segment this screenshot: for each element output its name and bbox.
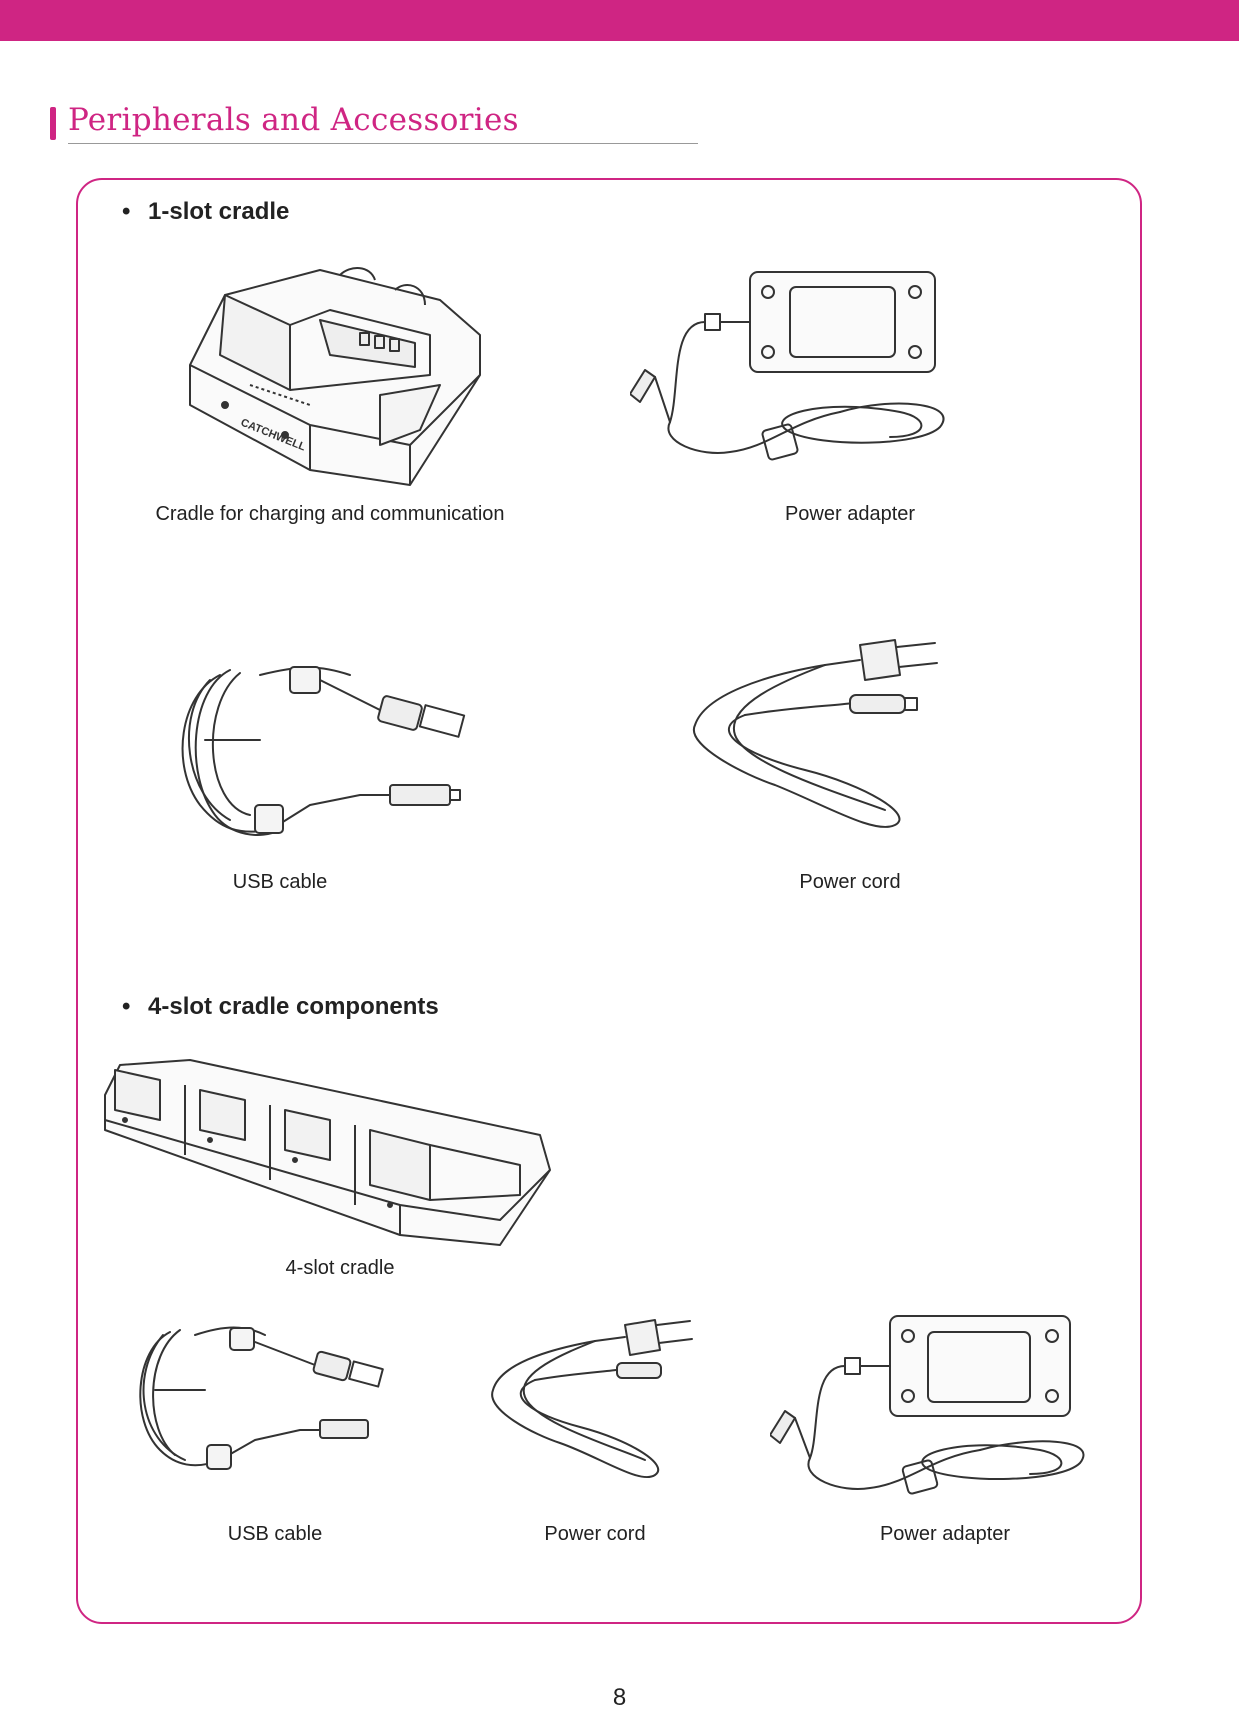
- heading-rule: [68, 143, 698, 144]
- caption-power-adapter-2: Power adapter: [879, 1523, 1011, 1545]
- section-heading: Peripherals and Accessories: [50, 102, 698, 144]
- caption-usb-cable-2: USB cable: [227, 1523, 323, 1545]
- section2-heading: • 4-slot cradle components: [122, 993, 439, 1021]
- section1-heading: • 1-slot cradle: [122, 198, 289, 226]
- caption-power-adapter: Power adapter: [784, 503, 916, 525]
- caption-usb-cable: USB cable: [232, 871, 328, 893]
- bullet-dot: •: [122, 198, 131, 225]
- content-panel: [76, 178, 1142, 1624]
- bullet-dot: •: [122, 993, 131, 1020]
- page-title: Peripherals and Accessories: [68, 102, 519, 138]
- power-cord-illustration-2: [485, 1315, 695, 1490]
- section2-heading-text: 4-slot cradle components: [148, 993, 439, 1020]
- heading-marker: [50, 107, 56, 140]
- section1-heading-text: 1-slot cradle: [148, 198, 290, 225]
- caption-four-slot-cradle: 4-slot cradle: [285, 1257, 395, 1279]
- caption-cradle: Cradle for charging and communication: [155, 503, 505, 525]
- usb-cable-illustration: [160, 655, 480, 855]
- page-number: 8: [612, 1684, 627, 1711]
- top-accent-bar: [0, 0, 1239, 41]
- cradle-illustration: CATCHWELL: [180, 255, 490, 495]
- usb-cable-illustration-2: [125, 1320, 385, 1480]
- power-adapter-illustration: [630, 262, 960, 472]
- caption-power-cord: Power cord: [799, 871, 901, 893]
- power-adapter-illustration-2: [770, 1308, 1100, 1508]
- caption-power-cord-2: Power cord: [544, 1523, 646, 1545]
- four-slot-cradle-illustration: [100, 1055, 555, 1250]
- power-cord-illustration: [685, 635, 945, 850]
